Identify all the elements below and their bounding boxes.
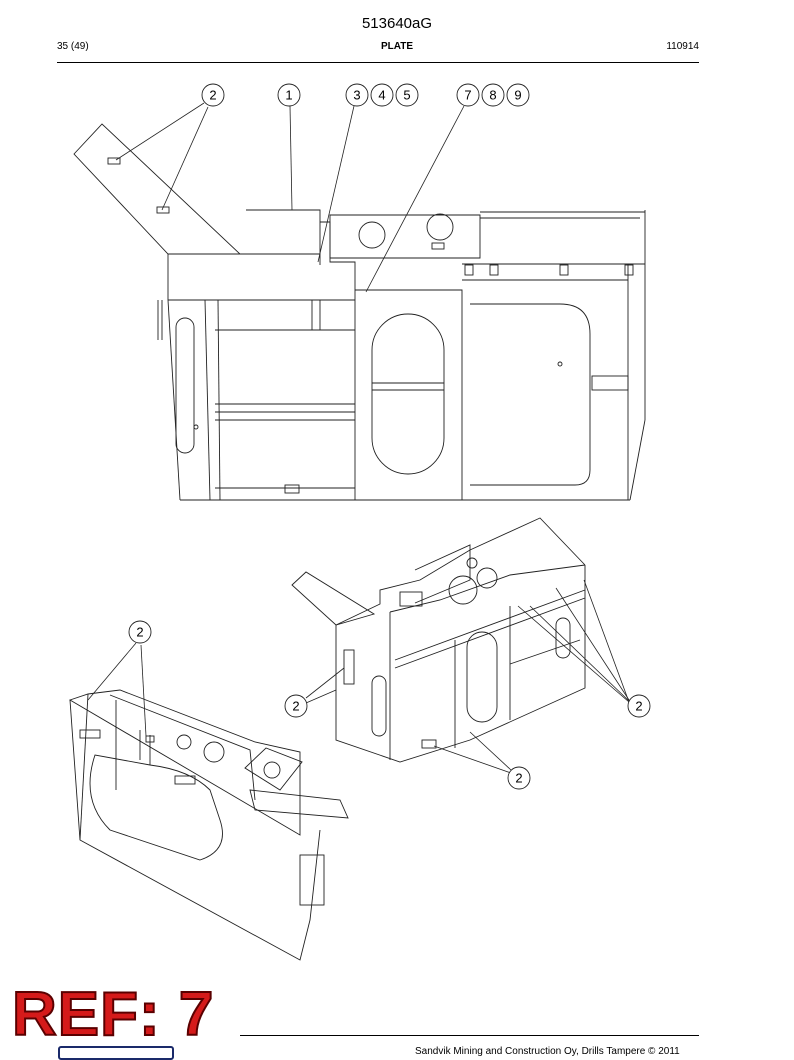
svg-text:3: 3	[353, 88, 360, 103]
svg-text:2: 2	[635, 699, 642, 714]
section-title: PLATE	[380, 41, 414, 52]
callout-9: 9	[506, 83, 530, 107]
footer-copyright: Sandvik Mining and Construction Oy, Dril…	[415, 1046, 680, 1057]
callout-5: 5	[395, 83, 419, 107]
callout-3: 3	[345, 83, 369, 107]
callout-1: 1	[277, 83, 301, 107]
document-part-number: 513640aG	[361, 15, 433, 32]
svg-text:9: 9	[514, 88, 521, 103]
callout-2-right-iso: 2	[627, 694, 651, 718]
date-code: 110914	[666, 41, 699, 52]
svg-text:2: 2	[209, 88, 216, 103]
callout-2-left-iso: 2	[128, 620, 152, 644]
svg-text:2: 2	[515, 771, 522, 786]
ref-stamp: REF: 7	[11, 980, 215, 1049]
svg-text:7: 7	[464, 88, 471, 103]
page-number: 35 (49)	[57, 41, 89, 52]
svg-text:1: 1	[285, 88, 292, 103]
svg-text:4: 4	[378, 88, 385, 103]
svg-text:5: 5	[403, 88, 410, 103]
svg-text:2: 2	[292, 699, 299, 714]
footer-rule	[240, 1035, 699, 1036]
callout-7: 7	[456, 83, 480, 107]
callout-2: 2	[201, 83, 225, 107]
header-rule	[57, 62, 699, 63]
callout-bubbles: 2 1 3 4 5 7 8 9	[128, 83, 651, 790]
svg-text:2: 2	[136, 625, 143, 640]
main-view	[73, 123, 646, 501]
callout-4: 4	[370, 83, 394, 107]
svg-text:8: 8	[489, 88, 496, 103]
leader-lines	[87, 102, 630, 774]
callout-8: 8	[481, 83, 505, 107]
callout-2-bottom-iso: 2	[507, 766, 531, 790]
isometric-view-left	[68, 689, 349, 961]
isometric-view-right	[291, 517, 586, 763]
callout-2-mid-iso: 2	[284, 694, 308, 718]
